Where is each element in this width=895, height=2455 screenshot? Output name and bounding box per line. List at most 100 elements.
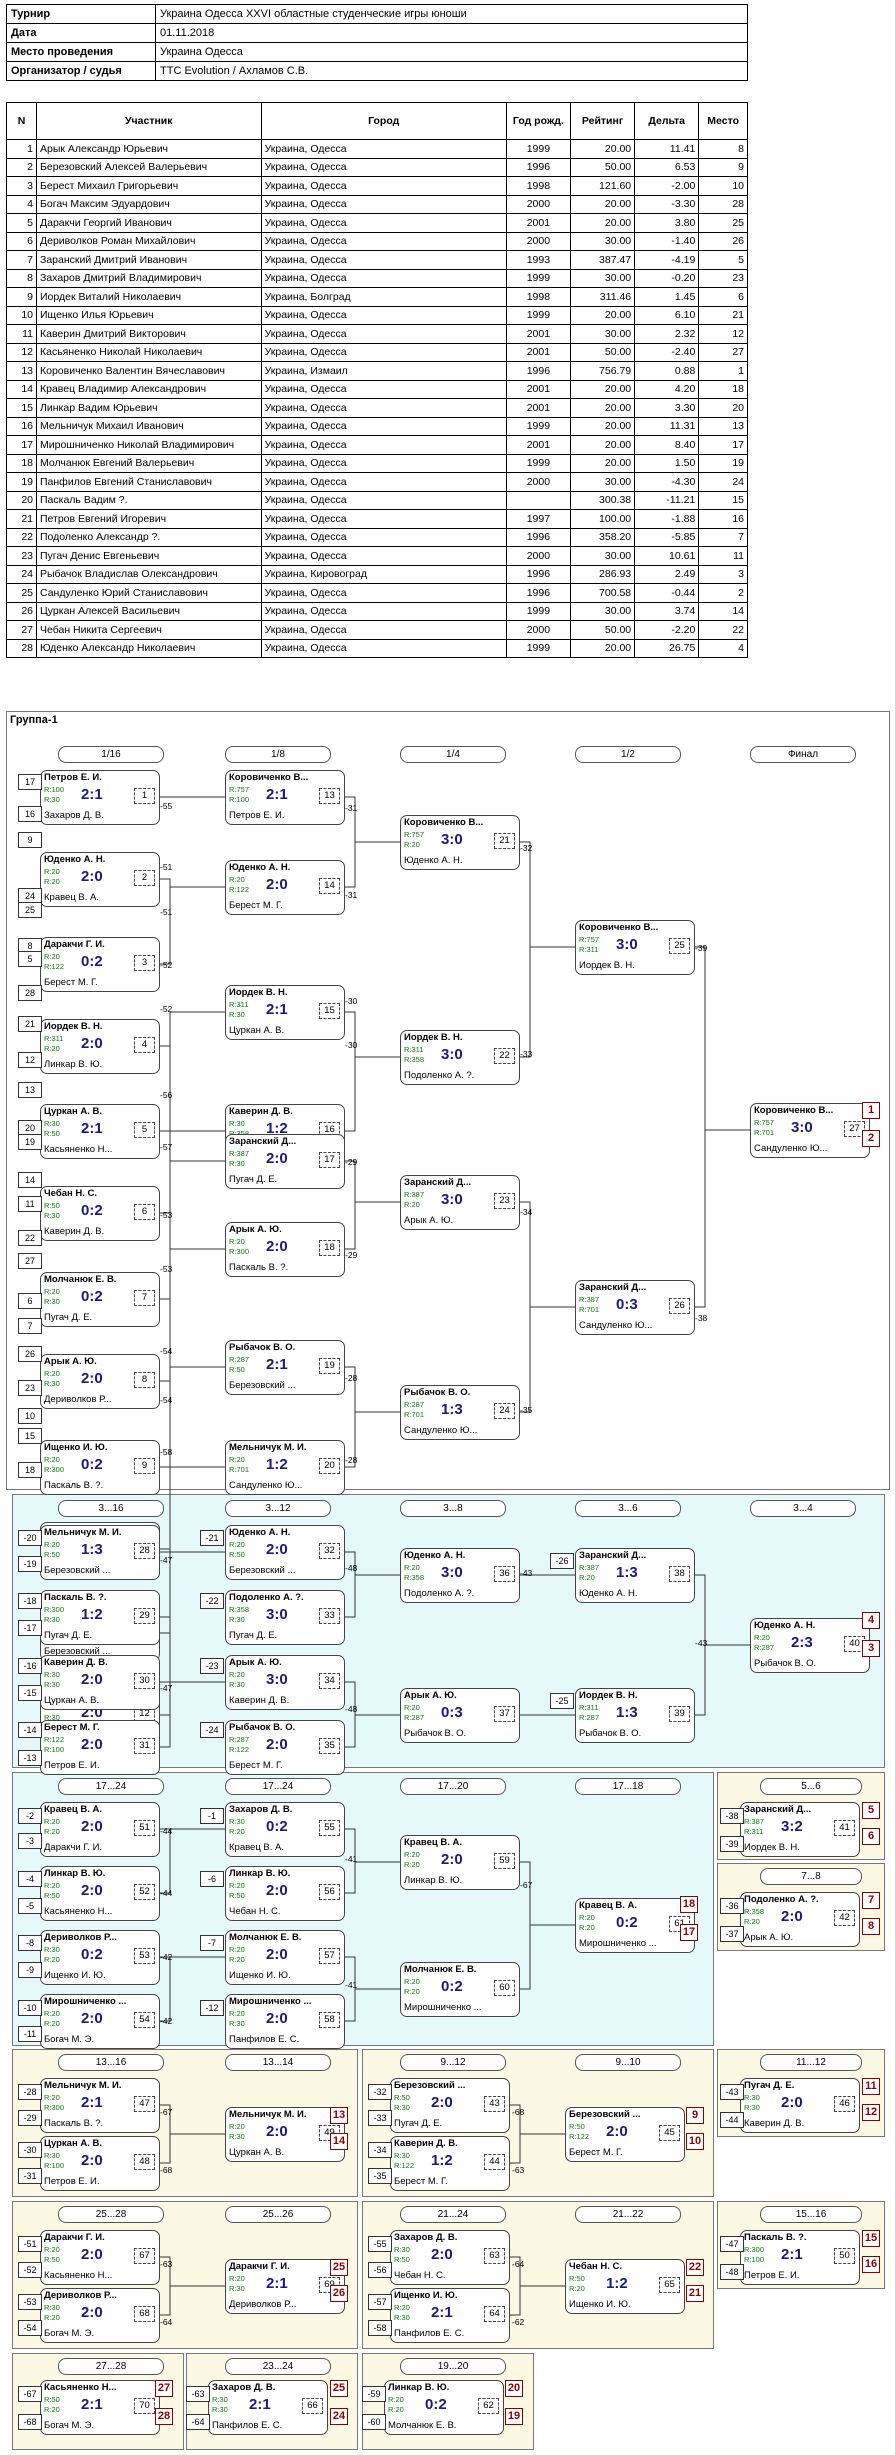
table-cell: 27	[6, 620, 37, 640]
match-score: 1:3	[81, 1541, 103, 1558]
round-header: 27...28	[58, 2358, 164, 2375]
player-1: Дериволков Р...	[44, 1932, 117, 1943]
winner-link: -54	[160, 1395, 173, 1405]
match-number: 52	[134, 1884, 155, 1900]
winner-link: -58	[160, 1447, 173, 1457]
rating-1: R:757	[229, 785, 250, 794]
table-cell: -0.44	[634, 583, 700, 603]
match-score: 0:3	[441, 1704, 463, 1721]
rating-2: R:100	[44, 2161, 65, 2170]
match-number: 42	[834, 1910, 855, 1926]
table-cell: 2	[6, 157, 37, 177]
table-cell: 9	[698, 157, 748, 177]
winner-link: -28	[345, 1455, 358, 1465]
source-ref: -55	[368, 2236, 392, 2252]
match-score: 3:0	[441, 1191, 463, 1208]
match-score: 2:0	[81, 2304, 103, 2321]
table-cell: 4	[6, 194, 37, 214]
table-cell: 700.58	[569, 583, 636, 603]
source-ref: -25	[550, 1693, 574, 1709]
rating-2: R:20	[388, 2405, 404, 2414]
player-2: Ищенко И. Ю.	[44, 1970, 106, 1981]
table-cell: Арык Александр Юрьевич	[36, 139, 262, 159]
winner-link: -38	[695, 1313, 708, 1323]
rating-2: R:300	[44, 1465, 65, 1474]
player-2: Богач М. Э.	[44, 2328, 95, 2339]
match-number: 13	[319, 788, 340, 804]
player-2: Пугач Д. Е.	[394, 2118, 443, 2129]
table-cell: Украина, Одесса	[260, 546, 507, 566]
match-number: 26	[669, 1298, 690, 1314]
rating-2: R:358	[229, 1129, 249, 1138]
winner-link: -67	[160, 2107, 173, 2117]
player-1: Каверин Д. В.	[394, 2138, 458, 2149]
source-ref: -38	[720, 1808, 744, 1824]
match-score: 2:1	[81, 786, 103, 803]
source-ref: -16	[18, 1658, 42, 1674]
table-cell: 18	[6, 453, 37, 473]
seed-number: 6	[18, 1293, 42, 1309]
table-cell: Украина, Одесса	[260, 157, 507, 177]
match-number: 57	[319, 1948, 340, 1964]
rating-2: R:122	[394, 2161, 415, 2170]
match-score: 0:2	[616, 1914, 638, 1931]
round-header: 1/16	[58, 746, 164, 763]
round-header: 13...16	[58, 2054, 164, 2071]
rating-2: R:122	[44, 962, 65, 971]
rating-1: R:20	[44, 1369, 60, 1378]
place-badge: 10	[686, 2133, 704, 2150]
player-1: Юденко А. Н.	[229, 862, 291, 873]
place-badge: 14	[330, 2133, 348, 2150]
winner-link: -64	[512, 2259, 525, 2269]
match-score: 2:1	[266, 1001, 288, 1018]
winner-link: -39	[695, 943, 708, 953]
match-number: 19	[319, 1358, 340, 1374]
rating-2: R:50	[394, 2255, 410, 2264]
table-cell: Петров Евгений Игоревич	[36, 509, 262, 529]
source-ref: -35	[368, 2168, 392, 2184]
source-ref: -59	[362, 2386, 386, 2402]
table-cell: 10.61	[634, 546, 700, 566]
place-badge: 13	[330, 2107, 348, 2124]
match-number: 46	[834, 2096, 855, 2112]
player-1: Арык А. Ю.	[229, 1657, 282, 1668]
table-cell: Украина, Одесса	[260, 250, 507, 270]
winner-link: -53	[160, 1264, 173, 1274]
rating-1: R:300	[744, 2245, 765, 2254]
place-badge: 8	[862, 1918, 880, 1935]
winner-link: -62	[512, 2317, 525, 2327]
source-ref: -22	[200, 1593, 224, 1609]
player-2: Касьяненко Н...	[44, 1906, 113, 1917]
rating-2: R:701	[754, 1128, 775, 1137]
match-score: 2:0	[81, 1671, 103, 1688]
match-score: 3:0	[616, 936, 638, 953]
place-badge: 17	[680, 1924, 698, 1941]
match-number: 28	[134, 1543, 155, 1559]
player-2: Панфилов Е. С.	[394, 2328, 465, 2339]
table-cell: 2001	[505, 398, 571, 418]
rating-1: R:20	[229, 1670, 245, 1679]
player-1: Молчанюк Е. В.	[44, 1274, 117, 1285]
table-cell: Касьяненко Николай Николаевич	[36, 342, 262, 362]
table-cell: 20.00	[569, 398, 636, 418]
seed-number: 9	[18, 832, 42, 848]
table-cell: 8.40	[634, 435, 700, 455]
rating-2: R:30	[394, 2313, 410, 2322]
match-score: 0:2	[425, 2396, 447, 2413]
source-ref: -14	[18, 1722, 42, 1738]
seed-number: 20	[18, 1120, 42, 1136]
